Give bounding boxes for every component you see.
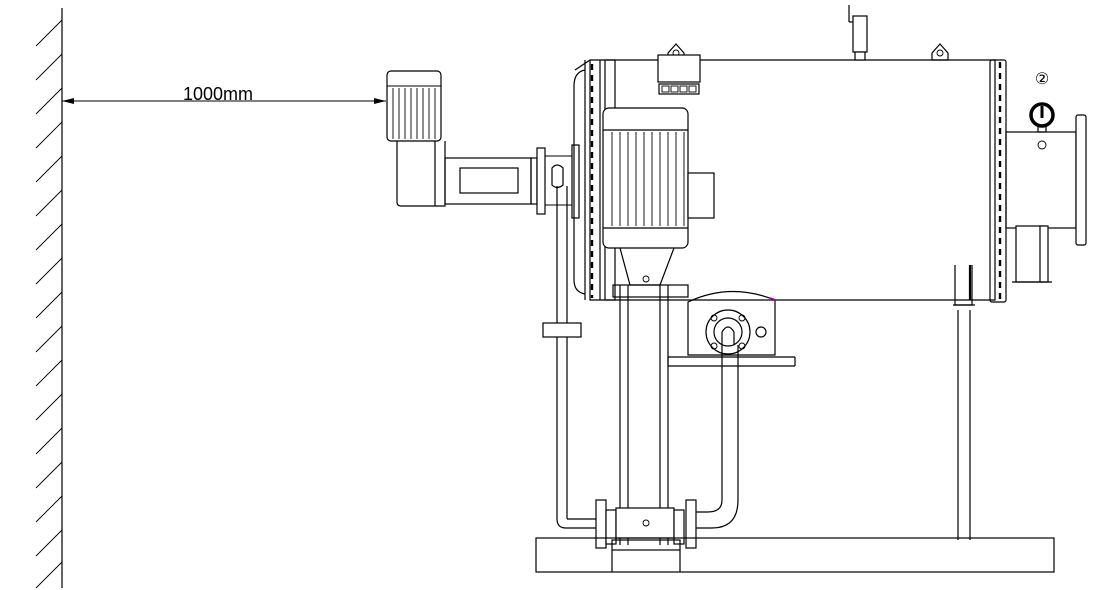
base-frame: [535, 537, 1055, 573]
bottom-manifold: [595, 499, 697, 551]
dimension-label: 1000mm: [183, 84, 253, 104]
left-pipe: [542, 186, 596, 529]
tank-support: [953, 265, 975, 540]
pump-volute: [667, 290, 796, 529]
dimension-line: 1000mm: [62, 84, 386, 104]
dimension-arrow-right: [374, 98, 386, 104]
motor-fins: [392, 88, 436, 139]
wall-hatching: [35, 19, 63, 589]
dimension-arrow-left: [62, 98, 74, 104]
item-marker: ②: [1035, 69, 1049, 88]
center-pipes: [619, 285, 669, 545]
accent-mark: [769, 297, 777, 301]
wall: [35, 8, 63, 589]
item-marker-label: ②: [1035, 69, 1049, 88]
gear-motor: [386, 70, 580, 219]
lifting-lug-right: [931, 43, 949, 61]
pressure-gauge-icon: [1029, 102, 1055, 133]
terminal-box: [657, 54, 701, 95]
outlet-assembly: [1005, 114, 1087, 283]
main-motor-fins: [611, 132, 685, 226]
main-motor: [602, 107, 715, 298]
top-sensor: [848, 5, 868, 61]
